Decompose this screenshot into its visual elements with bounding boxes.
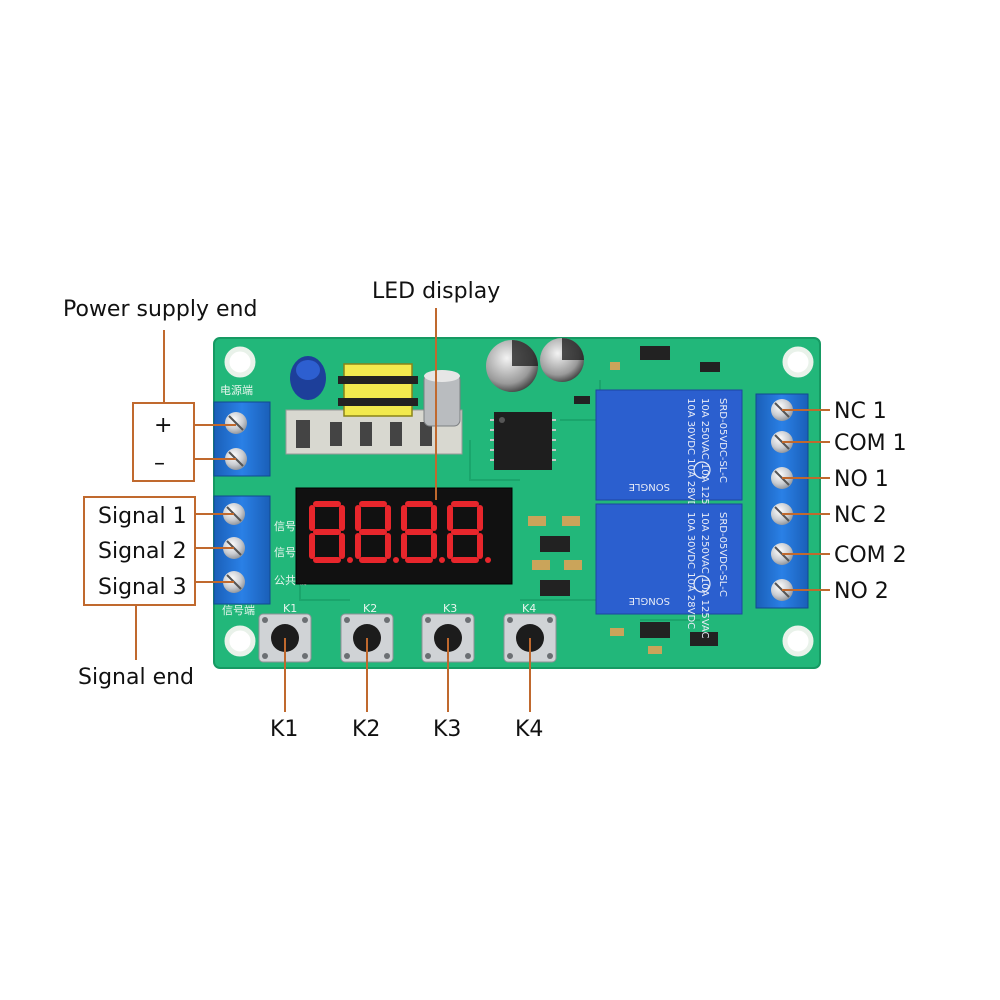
relay-2: SRD-05VDC-SL-C 10A 250VAC 10A 125VAC 10A… (595, 503, 743, 639)
signal-3-label: Signal 3 (98, 575, 187, 600)
plus-label: + (154, 413, 172, 438)
k4-silkscreen: K4 (522, 602, 536, 615)
no2-label: NO 2 (834, 579, 889, 604)
electrolytic-capacitor (486, 338, 584, 392)
relay-1-rating-1: 10A 250VAC 10A 125VAC (699, 398, 710, 525)
led-digit (355, 501, 399, 563)
power-supply-end-label: Power supply end (63, 297, 257, 322)
relay-2-rating-2: 10A 30VDC 10A 28VDC (685, 512, 696, 629)
power-module (285, 356, 463, 455)
led-digit (401, 501, 445, 563)
led-digit (447, 501, 491, 563)
relay-1: SRD-05VDC-SL-C 10A 250VAC 10A 125VAC 10A… (595, 389, 743, 525)
led-display-label: LED display (372, 279, 500, 304)
minus-label: – (154, 451, 165, 476)
k2-silkscreen: K2 (363, 602, 377, 615)
callout-lines (83, 308, 830, 712)
no1-label: NO 1 (834, 467, 889, 492)
mounting-hole (224, 346, 814, 657)
smd-components (528, 346, 720, 654)
k2-label: K2 (352, 717, 380, 742)
relay-1-brand: SONGLE (629, 481, 670, 492)
nc2-label: NC 2 (834, 503, 887, 528)
relay-2-model: SRD-05VDC-SL-C (717, 512, 728, 597)
nc1-label: NC 1 (834, 399, 887, 424)
callout-labels: Power supply end LED display + – Signal … (63, 279, 907, 742)
signal-terminal-block (213, 495, 271, 605)
signal-2-label: Signal 2 (98, 539, 187, 564)
signal-port-silkscreen-2: 信号 (274, 546, 296, 559)
k3-label: K3 (433, 717, 461, 742)
com2-label: COM 2 (834, 543, 907, 568)
led-digit (309, 501, 353, 563)
k1-silkscreen: K1 (283, 602, 297, 615)
com1-label: COM 1 (834, 431, 907, 456)
relay-2-rating-1: 10A 250VAC 10A 125VAC (699, 512, 710, 639)
signal-end-label: Signal end (78, 665, 194, 690)
relay-2-brand: SONGLE (629, 595, 670, 606)
power-terminal-silkscreen: 电源端 (220, 383, 253, 397)
relay-1-rating-2: 10A 30VDC 10A 28VDC (685, 398, 696, 515)
signal-port-group-silkscreen: 信号端 (222, 604, 255, 617)
signal-port-silkscreen-1: 信号 (274, 520, 296, 533)
microcontroller-chip (490, 412, 556, 470)
power-terminal-block (213, 401, 271, 477)
k1-label: K1 (270, 717, 298, 742)
relay-1-model: SRD-05VDC-SL-C (717, 398, 728, 483)
signal-1-label: Signal 1 (98, 504, 187, 529)
led-display (295, 487, 513, 585)
relay-output-terminal-block (755, 393, 809, 609)
k4-label: K4 (515, 717, 543, 742)
k3-silkscreen: K3 (443, 602, 457, 615)
